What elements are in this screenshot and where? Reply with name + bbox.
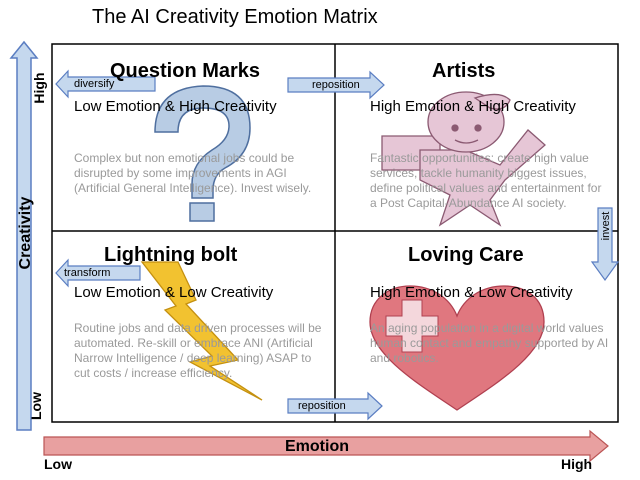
- diversify-arrow: [55, 69, 156, 99]
- quadrant-subtitle-lightning-bolt: Low Emotion & Low Creativity: [74, 284, 274, 301]
- quadrant-title-lightning-bolt: Lightning bolt: [104, 244, 238, 266]
- invest-label: invest: [600, 211, 612, 241]
- reposition-top-label: reposition: [312, 79, 360, 91]
- x-axis-arrow: [43, 429, 609, 463]
- quadrant-title-artists: Artists: [432, 60, 496, 82]
- quadrant-subtitle-artists: High Emotion & High Creativity: [370, 98, 576, 115]
- reposition-bottom-arrow: [287, 391, 383, 421]
- question-mark-icon: [154, 85, 251, 222]
- quadrant-subtitle-loving-care: High Emotion & Low Creativity: [370, 284, 573, 301]
- reposition-top-arrow: [287, 70, 385, 100]
- diagram-title: The AI Creativity Emotion Matrix: [92, 6, 378, 28]
- invest-arrow: [590, 207, 620, 282]
- x-axis-low-label: Low: [44, 456, 72, 472]
- heart-icon: [369, 285, 545, 411]
- quadrant-subtitle-question-marks: Low Emotion & High Creativity: [74, 98, 277, 115]
- y-axis-label: Creativity: [17, 196, 34, 270]
- y-axis-high-label: High: [31, 72, 47, 104]
- reposition-bottom-label: reposition: [298, 400, 346, 412]
- quadrant-title-loving-care: Loving Care: [408, 244, 524, 266]
- y-axis-low-label: Low: [28, 392, 44, 420]
- x-axis-high-label: High: [561, 456, 593, 472]
- lightning-bolt-icon: [140, 261, 263, 401]
- transform-arrow: [55, 258, 141, 288]
- quadrant-title-question-marks: Question Marks: [110, 60, 261, 82]
- quadrant-description-question-marks: Complex but non emotional jobs could be …: [74, 151, 312, 195]
- quadrant-description-lightning-bolt: Routine jobs and data driven processes w…: [74, 321, 322, 380]
- artist-figure-icon: [381, 91, 546, 227]
- quadrant-description-artists: Fantastic opportunities: create high val…: [370, 151, 602, 210]
- transform-label: transform: [64, 267, 111, 279]
- x-axis-label: Emotion: [285, 438, 349, 455]
- quadrant-description-loving-care: An aging population in a digital world v…: [370, 321, 609, 365]
- diversify-label: diversify: [74, 78, 115, 90]
- y-axis-arrow: [9, 40, 39, 431]
